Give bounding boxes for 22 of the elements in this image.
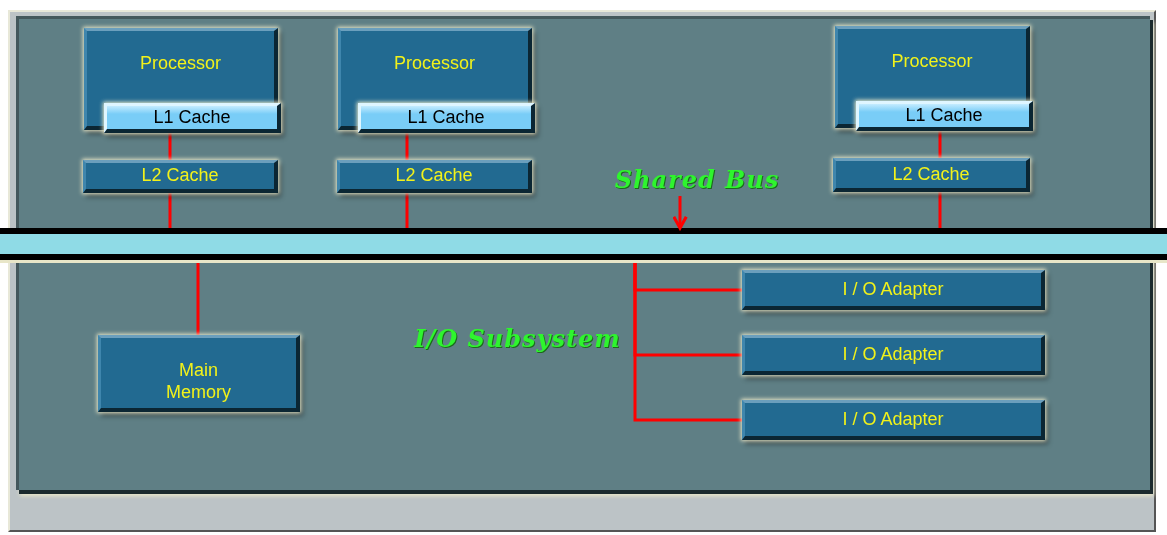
component-box: Processor L1 Cache	[84, 28, 278, 130]
bus-title: Shared Bus	[614, 164, 780, 194]
connector-line	[405, 193, 409, 228]
connector-line	[938, 192, 942, 228]
component-box: L2 Cache	[833, 158, 1030, 192]
cache-box: L1 Cache	[856, 101, 1033, 131]
component-box: I / O Adapter	[742, 270, 1045, 310]
connector-line	[168, 193, 172, 228]
subsystem-title: I/O Subsystem	[414, 323, 621, 353]
arrow	[672, 196, 688, 230]
cache-box: L1 Cache	[358, 103, 535, 133]
component-box: Main Memory	[98, 335, 300, 412]
component-box: Processor L1 Cache	[338, 28, 532, 130]
connector-line	[633, 260, 742, 422]
shared-bus-bar	[0, 228, 1167, 260]
component-box: I / O Adapter	[742, 335, 1045, 375]
component-box: I / O Adapter	[742, 400, 1045, 440]
component-box: L2 Cache	[337, 160, 532, 193]
component-box: L2 Cache	[83, 160, 278, 193]
component-box: Processor L1 Cache	[835, 26, 1030, 128]
connector-line	[196, 260, 200, 335]
cache-box: L1 Cache	[104, 103, 281, 133]
